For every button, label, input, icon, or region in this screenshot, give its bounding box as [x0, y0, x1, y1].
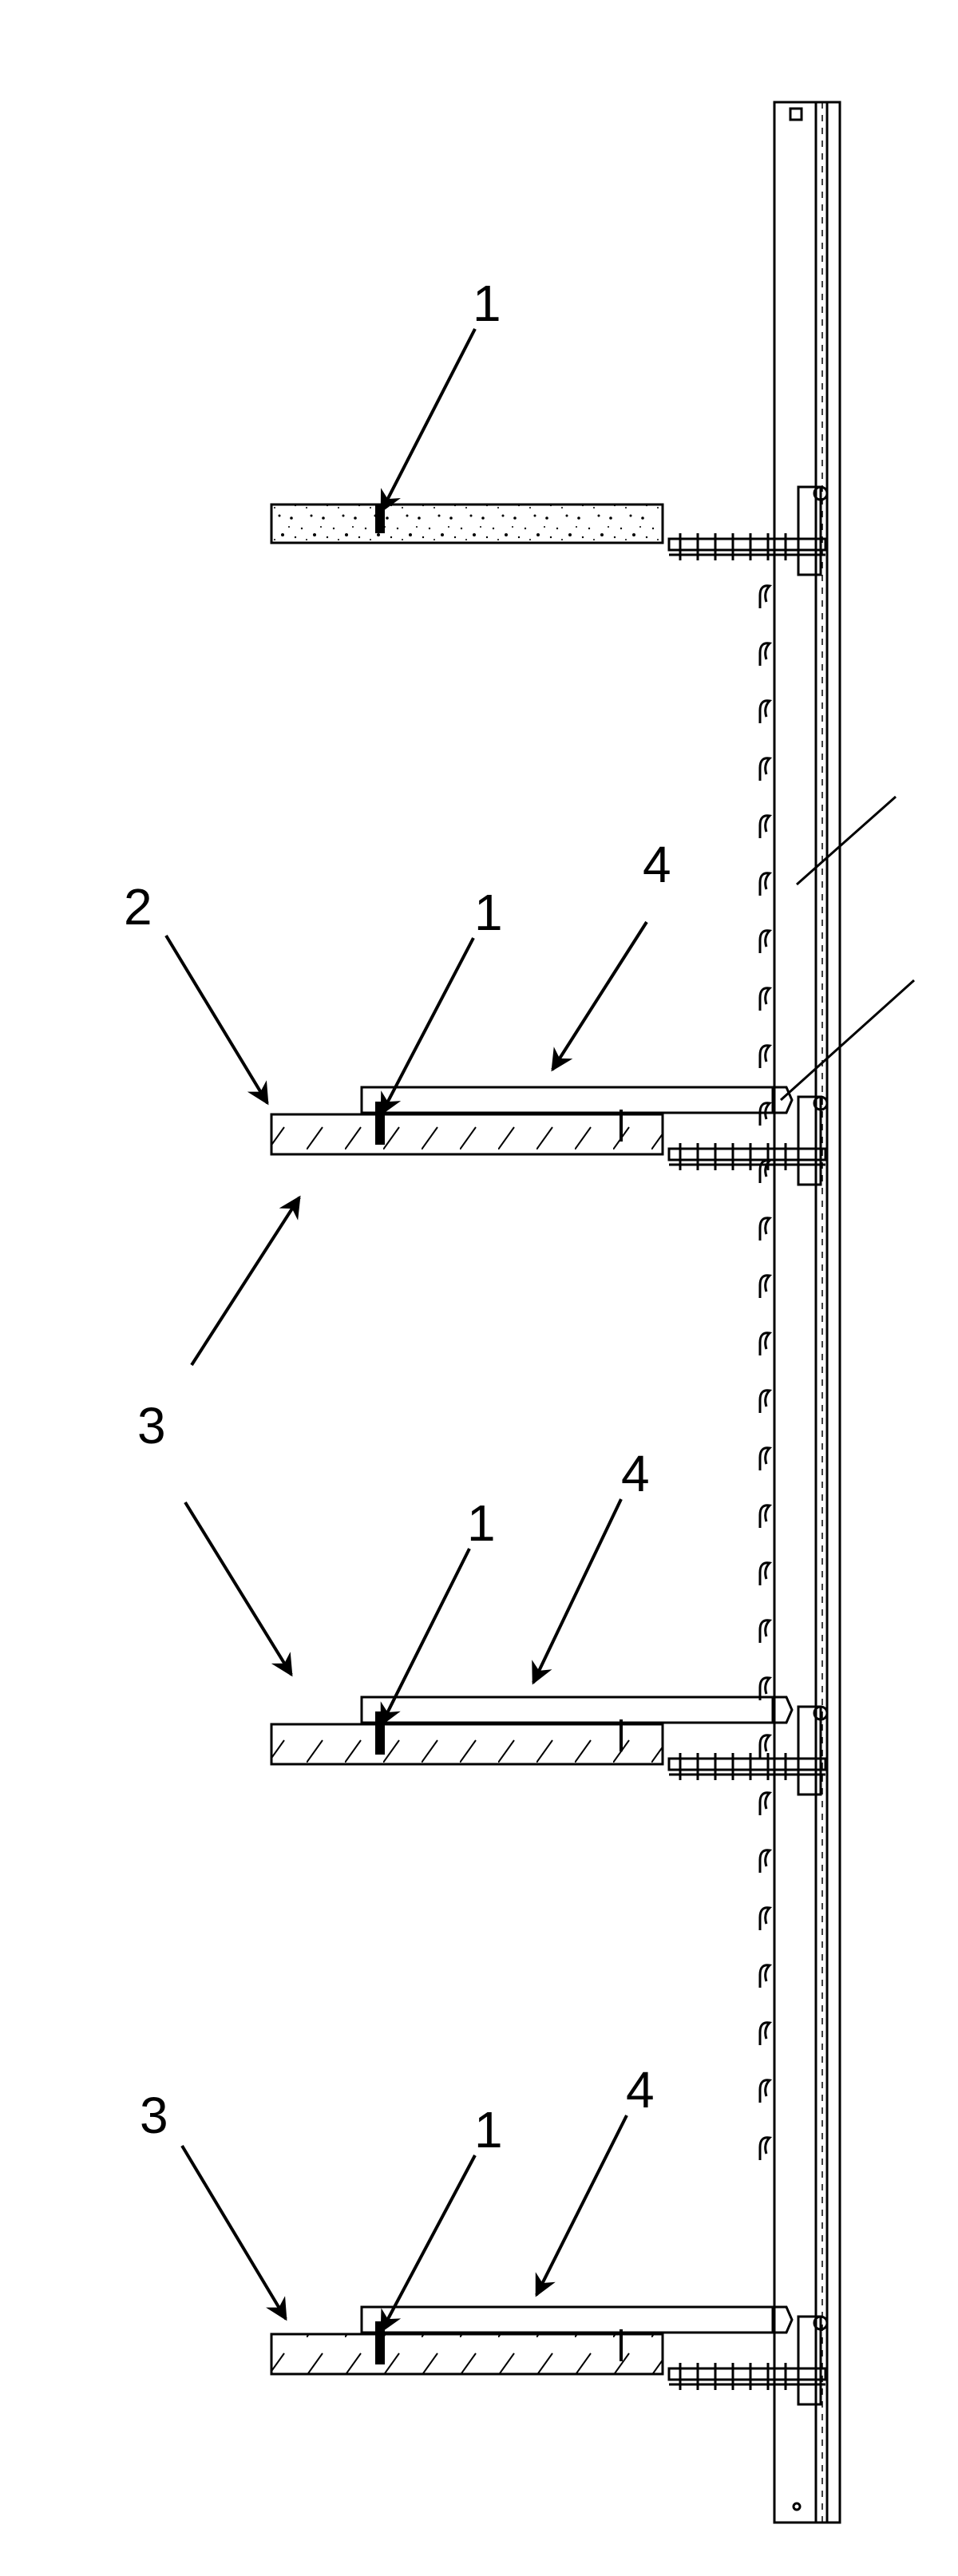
vertical-column [773, 101, 841, 2524]
label-3-middle: 3 [137, 1397, 166, 1454]
hook-mark [758, 1332, 773, 1355]
hook-mark [758, 1504, 773, 1528]
hook-mark [758, 584, 773, 608]
climbing-hooks [758, 584, 773, 2160]
label-1-slab-3: 1 [467, 1494, 496, 1552]
label-3-slab-4: 3 [140, 2087, 168, 2144]
hook-mark [758, 1102, 773, 1126]
hook-mark [758, 2136, 773, 2160]
hook-mark [758, 987, 773, 1011]
label-1-top-slab: 1 [473, 275, 501, 332]
slab-4 [270, 2305, 794, 2376]
column-connector [667, 1095, 829, 1186]
callout-arrows [164, 328, 648, 2333]
hook-mark [758, 699, 773, 723]
hook-mark [758, 1849, 773, 1873]
hook-mark [758, 1274, 773, 1298]
hook-mark [758, 1561, 773, 1585]
hook-mark [758, 757, 773, 781]
top-slab [270, 503, 664, 544]
label-4-slab-3: 4 [621, 1445, 650, 1502]
hook-mark [758, 1964, 773, 1988]
column-connector [667, 2315, 829, 2406]
label-4-slab-2: 4 [643, 836, 671, 893]
hook-mark [758, 929, 773, 953]
column-connector [667, 485, 829, 576]
hook-mark [758, 2021, 773, 2045]
hook-mark [758, 1446, 773, 1470]
slab-3 [270, 1696, 794, 1766]
hook-mark [758, 1619, 773, 1643]
hook-mark [758, 1676, 773, 1700]
hook-mark [758, 1734, 773, 1758]
hook-mark [758, 1044, 773, 1068]
column-connector [667, 1705, 829, 1796]
hook-mark [758, 1217, 773, 1241]
label-4-slab-4: 4 [626, 2061, 655, 2119]
hook-mark [758, 1389, 773, 1413]
hook-mark [758, 1791, 773, 1815]
hook-mark [758, 872, 773, 896]
hook-mark [758, 642, 773, 666]
leader-lines-right [779, 795, 916, 1102]
label-2-slab-2: 2 [124, 878, 152, 936]
column-connectors [667, 485, 829, 2406]
slab-2 [270, 1086, 794, 1156]
label-1-slab-2: 1 [474, 884, 503, 941]
hook-mark [758, 814, 773, 838]
hook-mark [758, 2079, 773, 2103]
hook-mark [758, 1906, 773, 1930]
label-1-slab-4: 1 [474, 2101, 503, 2159]
